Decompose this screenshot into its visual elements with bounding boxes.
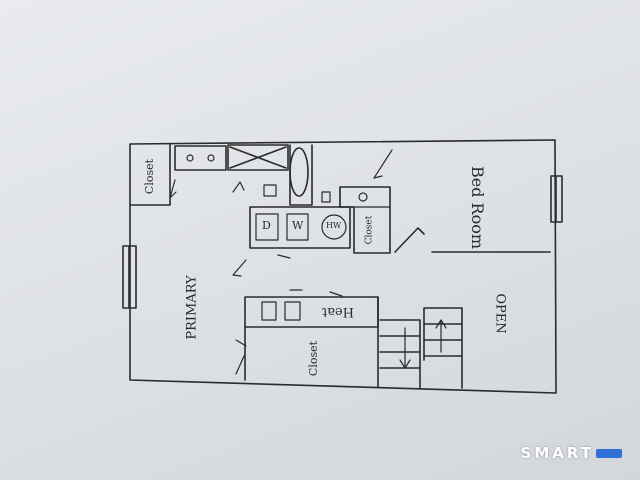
open-label: OPEN — [492, 293, 508, 334]
closet-bottom-label: Closet — [307, 340, 321, 377]
closet-small-label: Closet — [364, 215, 375, 245]
heat-label: Heat — [322, 304, 355, 319]
door-swing-3 — [373, 149, 393, 179]
closet-top-left-label: Closet — [143, 158, 157, 195]
door-swing-5 — [277, 254, 291, 259]
toilet-bowl — [289, 147, 309, 197]
outer-wall — [129, 139, 557, 394]
water-heater — [321, 214, 347, 240]
heat-unit-b — [284, 301, 301, 321]
closet-fixture-circle — [358, 192, 368, 202]
bath-wall — [289, 144, 313, 206]
bedroom-label: Bed Room — [468, 165, 488, 250]
watermark-tag-icon — [596, 449, 622, 458]
laundry-block — [249, 206, 351, 249]
closet-top-left-wall — [129, 143, 171, 206]
primary-label: PRIMARY — [184, 275, 200, 340]
watermark-logo: SMART — [521, 444, 622, 462]
dryer-label: D — [262, 219, 271, 232]
fixture-small — [321, 191, 331, 203]
sink-basin-left — [186, 154, 194, 162]
toilet-tank — [263, 184, 277, 197]
door-swing-7 — [329, 291, 343, 297]
door-swing-2 — [232, 181, 245, 193]
stairs-arrow-up — [435, 319, 447, 353]
bedroom-door-swing — [394, 227, 425, 253]
sink-basin-right — [207, 154, 215, 162]
window-right — [550, 175, 563, 223]
washer — [286, 213, 309, 241]
shower-box — [227, 144, 289, 171]
closet-small-upper — [339, 186, 391, 208]
stairs-arrow-down — [399, 327, 411, 369]
heat-closet-divider — [244, 296, 379, 388]
heat-unit-a — [261, 301, 277, 321]
door-swing-8 — [235, 339, 247, 375]
door-swing-1 — [169, 179, 177, 199]
washer-label: W — [292, 219, 304, 232]
double-sink — [174, 145, 227, 171]
stairs-upper — [423, 307, 463, 389]
watermark-text: SMART — [520, 444, 594, 462]
window-left — [122, 245, 137, 309]
water-heater-label: HW — [326, 221, 342, 230]
door-swing-4 — [232, 259, 247, 277]
dryer — [255, 213, 279, 241]
stairs-lower — [379, 319, 421, 389]
